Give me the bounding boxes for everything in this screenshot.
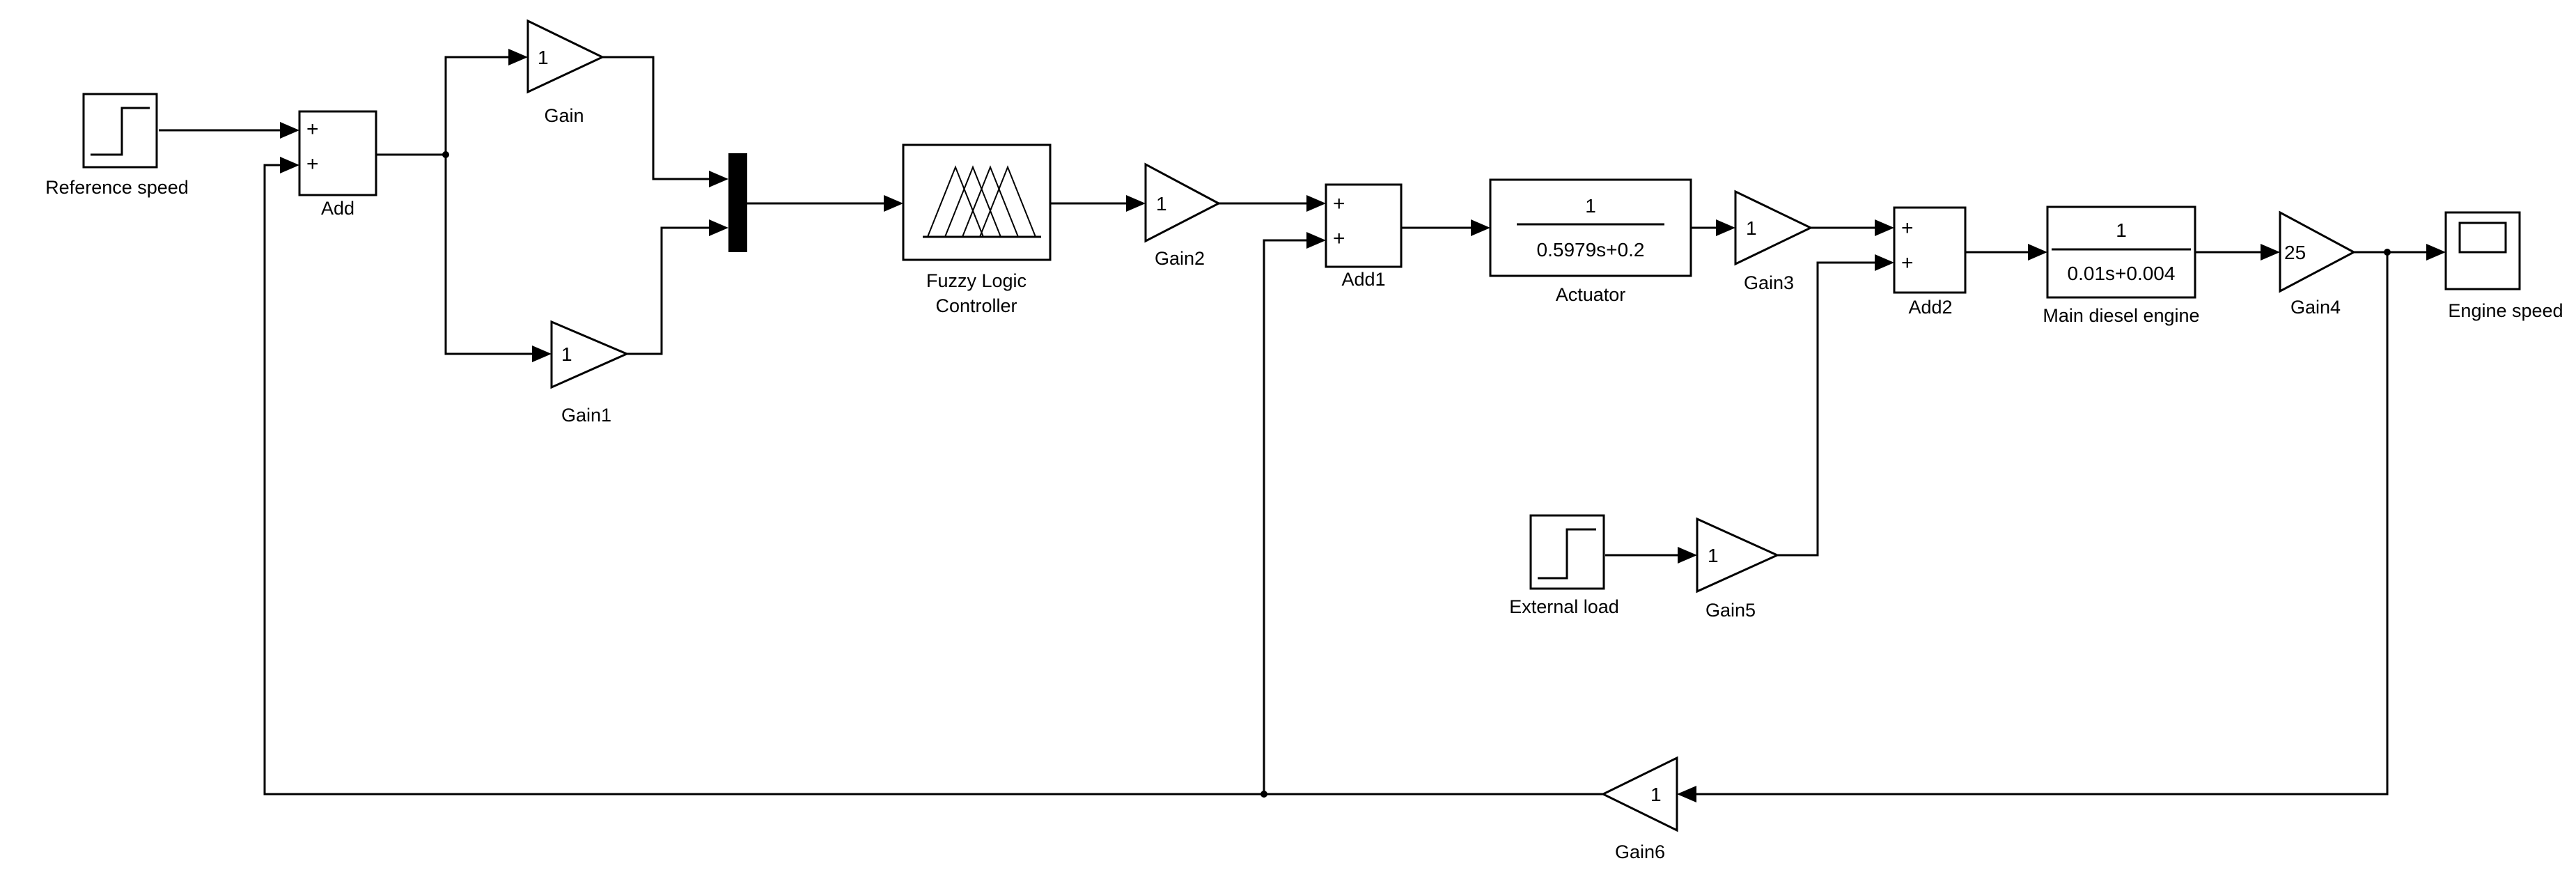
wire-gain6-to-add1[interactable] [1263, 239, 1318, 794]
fuzzy-label-line1: Fuzzy Logic [926, 270, 1027, 291]
arrowhead [532, 346, 552, 362]
gain6-label: Gain6 [1615, 841, 1665, 862]
arrowhead [508, 49, 528, 65]
arrowhead [1126, 195, 1146, 212]
wire-branch-to-gain[interactable] [444, 56, 521, 155]
engine-speed-scope-block[interactable]: Engine speed [2444, 211, 2563, 321]
arrowhead [280, 122, 299, 139]
reference-speed-block[interactable]: Reference speed [45, 93, 189, 198]
gain5-value: 1 [1708, 545, 1719, 566]
external-load-label: External load [1509, 596, 1619, 617]
arrowhead [1306, 232, 1326, 249]
arrowhead [1875, 254, 1894, 271]
wire-gain-to-mux[interactable] [602, 56, 719, 180]
add-block[interactable]: + + Add [298, 110, 377, 219]
arrowhead [1471, 219, 1490, 236]
gain4-label: Gain4 [2290, 297, 2341, 318]
engine-denominator: 0.01s+0.004 [2068, 263, 2176, 284]
arrowhead [884, 195, 903, 212]
arrowhead [2426, 244, 2446, 261]
add2-label: Add2 [1908, 297, 1952, 318]
gain2-block[interactable]: 1 Gain2 [1144, 162, 1221, 269]
arrowhead [709, 219, 728, 236]
add1-sign-2: + [1333, 227, 1345, 250]
gain6-block[interactable]: 1 Gain6 [1600, 756, 1678, 862]
arrowhead [2261, 244, 2280, 261]
gain1-label: Gain1 [561, 405, 611, 426]
gain4-block[interactable]: 25 Gain4 [2279, 210, 2357, 318]
arrowhead [709, 171, 728, 187]
fuzzy-logic-controller-block[interactable]: Fuzzy Logic Controller [902, 143, 1052, 316]
wire-branch-to-gain1[interactable] [444, 155, 545, 355]
fuzzy-label-line2: Controller [935, 295, 1017, 316]
add-sign-1: + [306, 118, 319, 141]
actuator-numerator: 1 [1585, 195, 1596, 217]
engine-speed-label: Engine speed [2448, 300, 2563, 321]
gain3-label: Gain3 [1744, 272, 1794, 293]
arrowhead [1677, 786, 1696, 802]
wire-gain6-to-add[interactable] [263, 164, 1603, 795]
add2-sign-1: + [1901, 217, 1914, 240]
add1-label: Add1 [1341, 269, 1385, 290]
wire-gain5-to-add2[interactable] [1777, 261, 1886, 557]
add-label: Add [321, 198, 354, 219]
gain3-block[interactable]: 1 Gain3 [1734, 189, 1813, 293]
arrowhead [1306, 195, 1326, 212]
mux-block[interactable] [728, 153, 747, 252]
arrowhead [1875, 219, 1894, 236]
gain4-value: 25 [2284, 242, 2306, 263]
gain2-value: 1 [1156, 193, 1167, 215]
arrowhead [1716, 219, 1735, 236]
external-load-block[interactable]: External load [1509, 514, 1619, 617]
gain6-value: 1 [1650, 784, 1662, 805]
gain1-value: 1 [561, 343, 572, 365]
add1-sign-1: + [1333, 192, 1345, 215]
signal-lines [159, 49, 2446, 802]
actuator-denominator: 0.5979s+0.2 [1537, 239, 1645, 261]
add-sign-2: + [306, 153, 319, 176]
gain1-block[interactable]: 1 Gain1 [550, 320, 630, 426]
gain2-label: Gain2 [1155, 248, 1205, 269]
arrowhead [2028, 244, 2047, 261]
add1-block[interactable]: + + Add1 [1325, 183, 1403, 290]
actuator-block[interactable]: 1 0.5979s+0.2 Actuator [1489, 178, 1692, 305]
wire-gain1-to-mux[interactable] [627, 226, 719, 355]
membership-functions-icon [923, 165, 1041, 238]
gain3-value: 1 [1746, 217, 1757, 239]
gain5-label: Gain5 [1705, 600, 1756, 621]
arrowhead [1678, 547, 1697, 564]
gain-label: Gain [544, 105, 584, 126]
engine-label: Main diesel engine [2043, 305, 2199, 326]
add2-block[interactable]: + + Add2 [1893, 206, 1967, 318]
arrowhead [280, 157, 299, 173]
step-icon [1538, 528, 1596, 580]
main-diesel-engine-block[interactable]: 1 0.01s+0.004 Main diesel engine [2043, 205, 2200, 326]
actuator-label: Actuator [1556, 284, 1626, 305]
wire-feedback-to-gain6[interactable] [1684, 252, 2389, 795]
reference-speed-label: Reference speed [45, 177, 189, 198]
add2-sign-2: + [1901, 251, 1914, 274]
step-icon [91, 107, 150, 156]
gain-value: 1 [538, 47, 549, 68]
engine-numerator: 1 [2116, 219, 2127, 241]
gain5-block[interactable]: 1 Gain5 [1696, 517, 1780, 621]
gain-block[interactable]: 1 Gain [526, 19, 605, 126]
scope-screen-icon [2458, 222, 2507, 254]
